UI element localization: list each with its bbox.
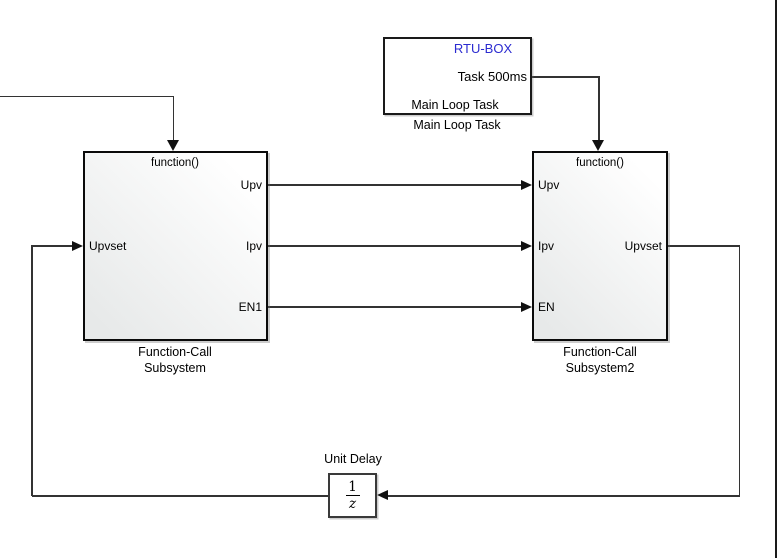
arrowhead-right-en: [521, 301, 532, 312]
subsystem1-caption-line2[interactable]: Subsystem: [144, 361, 206, 375]
unit-delay-fraction: 1 z: [345, 478, 360, 513]
wire-trigger-subsystem1-horizontal[interactable]: [0, 95, 174, 97]
wire-feedback-left-vertical[interactable]: [31, 245, 33, 497]
wire-upvset-out-horizontal[interactable]: [668, 245, 740, 247]
wire-rtu-task-vertical[interactable]: [598, 76, 600, 141]
arrowhead-down-into-subsystem2: [592, 140, 605, 151]
wire-trigger-subsystem1-vertical[interactable]: [172, 95, 174, 141]
wire-ipv[interactable]: [268, 245, 521, 247]
subsystem1-port-en1: EN1: [238, 300, 262, 314]
wire-feedback-into-upvset[interactable]: [32, 245, 73, 247]
arrowhead-right-upv: [521, 179, 532, 190]
arrowhead-down-into-subsystem1: [166, 140, 179, 151]
unit-delay-caption[interactable]: Unit Delay: [324, 452, 382, 466]
subsystem1-port-ipv: Ipv: [245, 239, 262, 253]
subsystem2-port-ipv: Ipv: [538, 239, 555, 253]
subsystem1-caption-line1[interactable]: Function-Call: [138, 345, 212, 359]
subsystem2-caption-line1[interactable]: Function-Call: [563, 345, 637, 359]
fraction-numerator: 1: [348, 478, 357, 495]
function-call-subsystem2-block[interactable]: [532, 151, 668, 341]
function-call-subsystem1-block[interactable]: [83, 151, 268, 341]
fraction-bar: [345, 494, 360, 497]
rtu-box-output-port-label: Task 500ms: [457, 69, 527, 84]
wire-upvset-out-vertical[interactable]: [738, 245, 740, 497]
rtu-box-caption[interactable]: Main Loop Task: [413, 118, 501, 132]
subsystem2-caption-line2[interactable]: Subsystem2: [565, 361, 635, 375]
wire-en[interactable]: [268, 306, 521, 308]
unit-delay-block[interactable]: 1 z: [328, 473, 377, 518]
subsystem1-port-upv: Upv: [240, 178, 262, 192]
rtu-box-block[interactable]: [383, 37, 532, 115]
arrowhead-right-into-upvset: [72, 240, 83, 251]
arrowhead-right-ipv: [521, 240, 532, 251]
rtu-box-title: RTU-BOX: [453, 41, 513, 56]
rtu-box-inner-label: Main Loop Task: [411, 98, 499, 112]
subsystem2-port-upv: Upv: [538, 178, 560, 192]
wire-into-unit-delay[interactable]: [388, 495, 740, 497]
wire-unit-delay-out[interactable]: [32, 495, 328, 497]
fraction-denominator: z: [348, 496, 357, 513]
wire-upv[interactable]: [268, 184, 521, 186]
subsystem1-port-upvset: Upvset: [89, 239, 127, 253]
subsystem1-trigger-label: function(): [151, 157, 199, 169]
canvas-edge-line: [775, 0, 777, 558]
wire-rtu-task-horizontal[interactable]: [532, 76, 600, 78]
arrowhead-left-into-unit-delay: [377, 490, 388, 501]
subsystem2-port-upvset: Upvset: [624, 239, 662, 253]
subsystem2-trigger-label: function(): [576, 157, 624, 169]
subsystem2-port-en: EN: [538, 300, 555, 314]
